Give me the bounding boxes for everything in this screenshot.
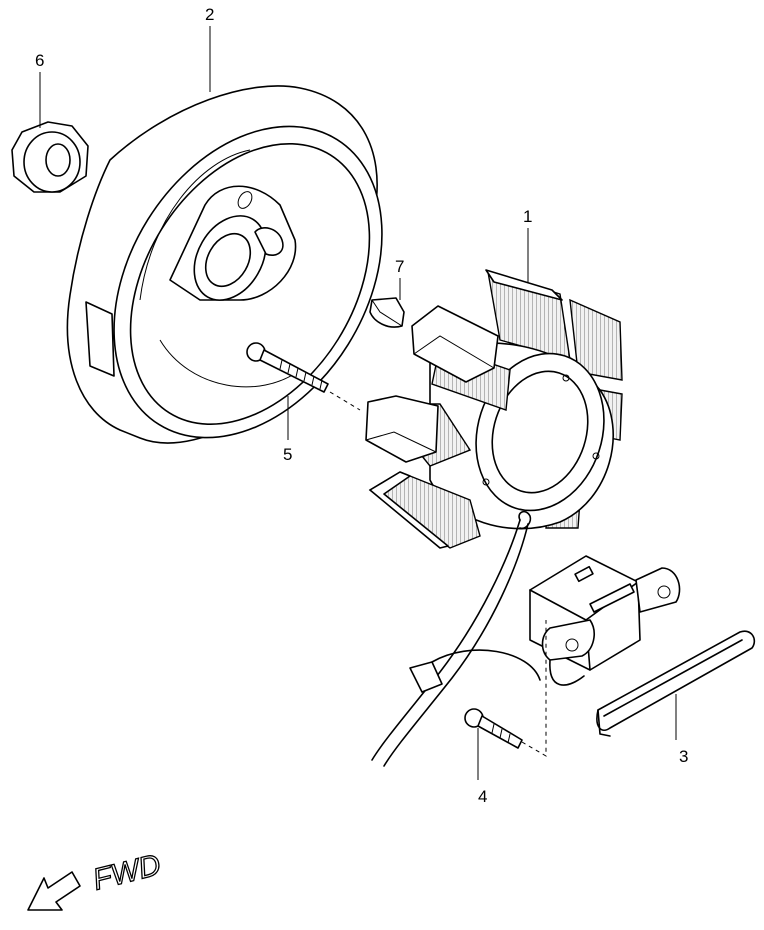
callout-2: 2: [205, 5, 214, 24]
alignment-lines: [329, 391, 547, 757]
callout-3: 3: [679, 747, 688, 766]
part-6-nut: [11, 121, 89, 193]
fwd-indicator: FWD: [27, 848, 165, 911]
callout-6: 6: [35, 51, 44, 70]
callout-5: 5: [283, 445, 292, 464]
part-3-clamp: [596, 630, 756, 737]
part-4-screw: [464, 708, 523, 749]
part-5-screw: [246, 342, 329, 393]
callout-1: 1: [523, 207, 532, 226]
arrow-left-down-icon: [27, 871, 81, 911]
part-1-stator: [365, 269, 623, 767]
pickup-coil-block: [529, 555, 681, 686]
part-2-flywheel-rotor: [66, 85, 383, 444]
fwd-label: FWD: [90, 848, 164, 897]
callout-4: 4: [478, 787, 487, 806]
part-7-woodruff-key: [369, 297, 405, 328]
leader-lines: [39, 26, 677, 780]
callout-7: 7: [395, 257, 404, 276]
